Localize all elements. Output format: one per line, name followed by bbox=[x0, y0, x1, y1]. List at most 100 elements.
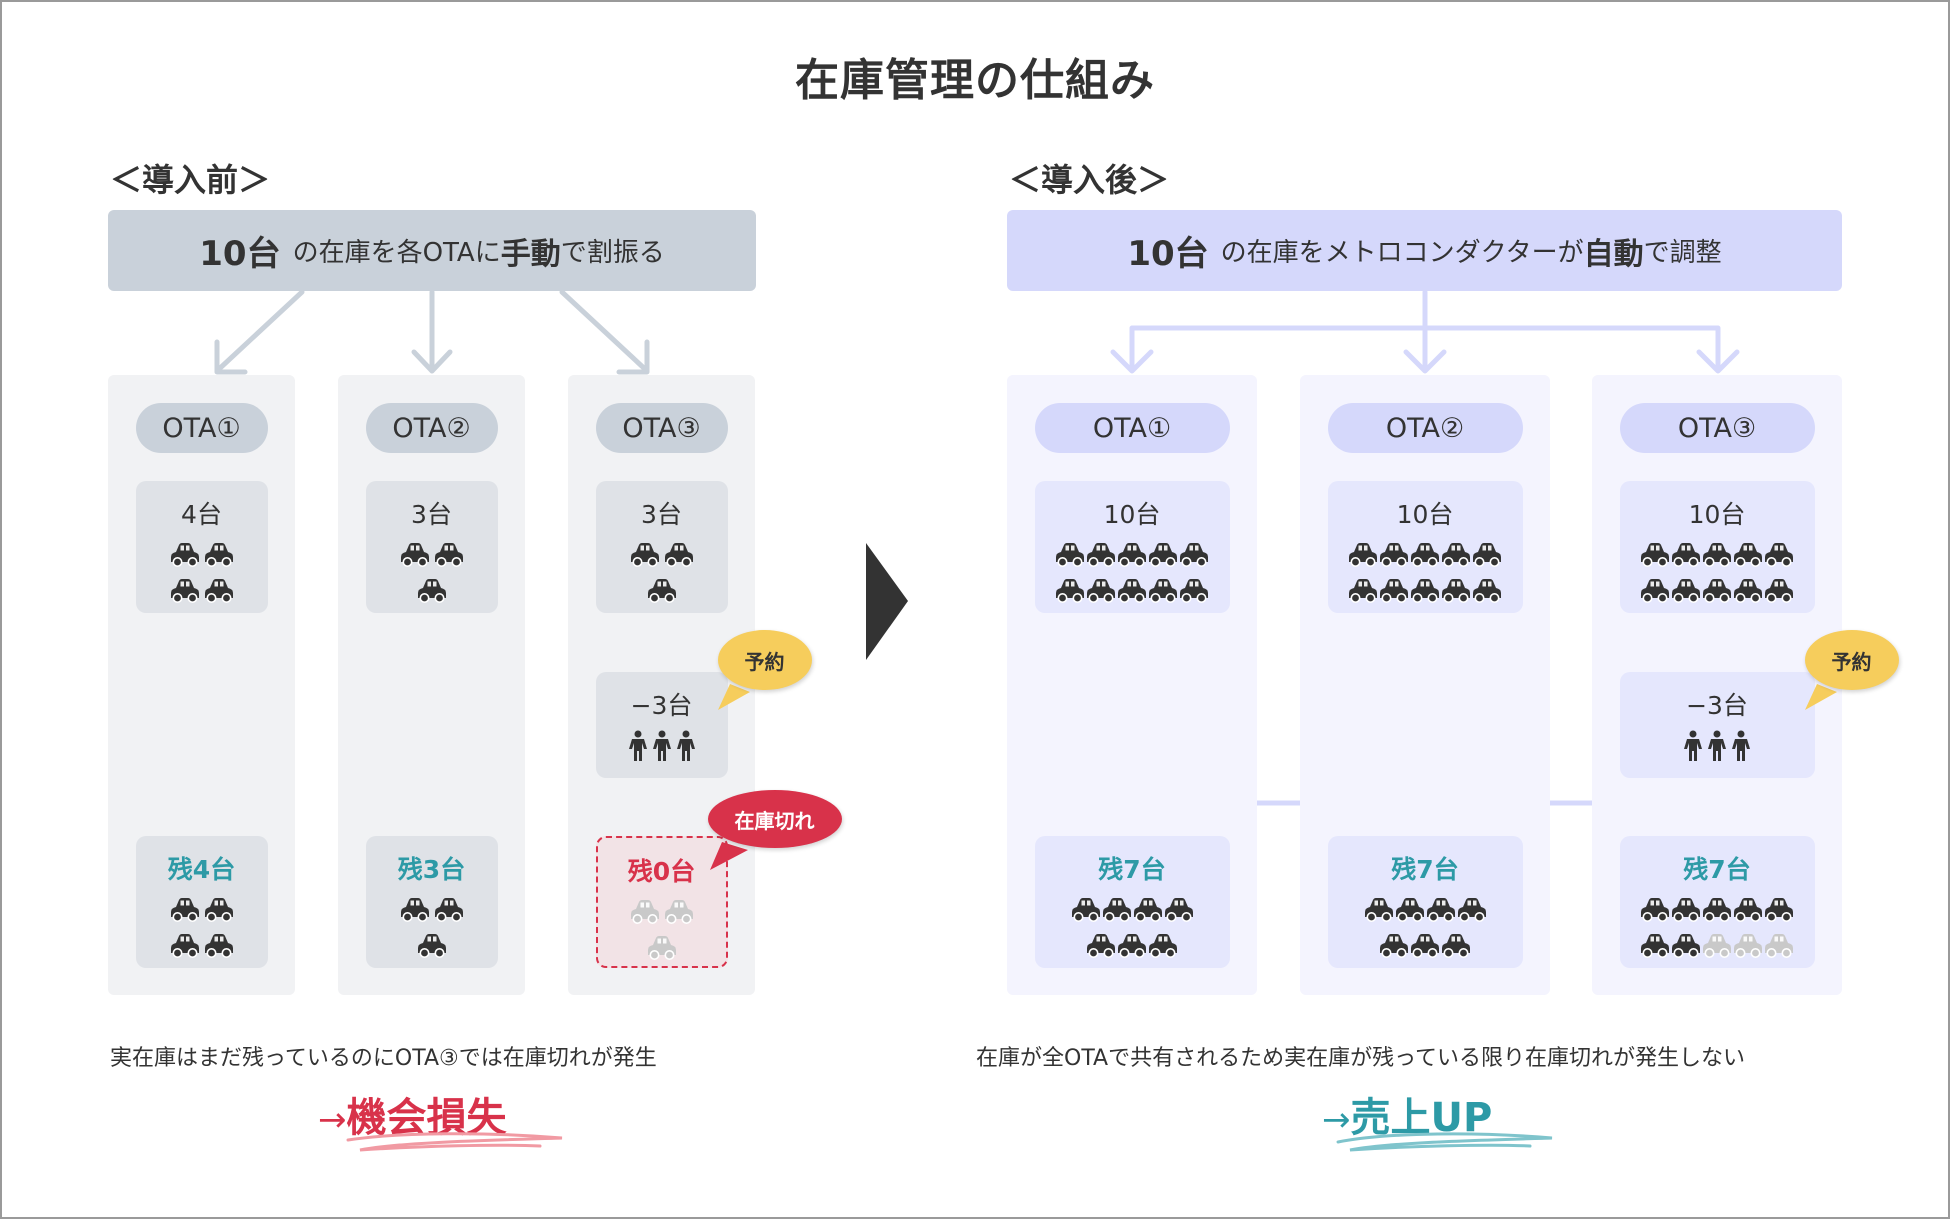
arrow-head bbox=[1696, 349, 1740, 374]
car-icon bbox=[400, 897, 430, 923]
car-icon bbox=[1764, 578, 1794, 604]
car-row bbox=[1055, 537, 1209, 573]
remaining-box: 残4台 bbox=[135, 836, 268, 968]
car-icon bbox=[647, 578, 677, 604]
car-icon bbox=[1179, 542, 1209, 568]
car-row bbox=[417, 928, 447, 964]
transition-arrow-icon bbox=[866, 543, 908, 660]
car-icon bbox=[417, 933, 447, 959]
person-icon bbox=[1707, 730, 1727, 762]
car-icon bbox=[1164, 897, 1194, 923]
car-row bbox=[630, 537, 694, 573]
arrow-head bbox=[214, 339, 248, 375]
car-icon bbox=[1117, 933, 1147, 959]
booking-box: −3台 bbox=[595, 672, 728, 778]
car-icon bbox=[1086, 933, 1116, 959]
car-icon bbox=[1426, 897, 1456, 923]
booking-count: −3台 bbox=[630, 691, 693, 720]
arrow-before-ota1 bbox=[215, 289, 305, 373]
car-icon bbox=[400, 542, 430, 568]
car-icon bbox=[1472, 578, 1502, 604]
car-icon bbox=[1671, 542, 1701, 568]
car-icon bbox=[1117, 542, 1147, 568]
loss-underline-scribble bbox=[346, 1132, 563, 1152]
car-icon bbox=[1086, 578, 1116, 604]
car-row bbox=[1348, 573, 1502, 609]
ota-label: OTA③ bbox=[595, 403, 728, 453]
stockout-bubble: 在庫切れ bbox=[707, 790, 842, 848]
car-icon bbox=[1733, 542, 1763, 568]
car-icon bbox=[1055, 542, 1085, 568]
car-row bbox=[1086, 928, 1178, 964]
car-icon bbox=[1640, 542, 1670, 568]
car-icon bbox=[204, 542, 234, 568]
banner-total: 10台 bbox=[199, 234, 281, 274]
allocated-box: 3台 bbox=[595, 481, 728, 613]
allocated-count: 4台 bbox=[181, 500, 222, 529]
after-section-label: ＜導入後＞ bbox=[1009, 161, 1170, 199]
remaining-count: 残0台 bbox=[627, 857, 696, 886]
ota-label: OTA② bbox=[365, 403, 498, 453]
car-icon bbox=[170, 933, 200, 959]
allocated-count: 10台 bbox=[1688, 500, 1746, 529]
allocated-box: 3台 bbox=[365, 481, 498, 613]
car-icon bbox=[664, 899, 694, 925]
car-row bbox=[1640, 537, 1794, 573]
arrow-before-ota3 bbox=[559, 289, 649, 373]
car-icon bbox=[1702, 897, 1732, 923]
car-icon bbox=[1379, 933, 1409, 959]
car-icon bbox=[1764, 897, 1794, 923]
car-icon bbox=[1441, 542, 1471, 568]
car-icon bbox=[1395, 897, 1425, 923]
arrow-head bbox=[1403, 349, 1447, 374]
car-icon bbox=[1671, 933, 1701, 959]
car-icon bbox=[1702, 933, 1732, 959]
car-row bbox=[1640, 928, 1794, 964]
car-icon bbox=[1702, 542, 1732, 568]
car-row bbox=[170, 537, 234, 573]
car-icon bbox=[1441, 933, 1471, 959]
ota-label: OTA① bbox=[135, 403, 268, 453]
car-icon bbox=[1733, 578, 1763, 604]
car-row bbox=[170, 892, 234, 928]
car-icon bbox=[1640, 933, 1670, 959]
ota-label: OTA② bbox=[1327, 403, 1523, 453]
remaining-count: 残7台 bbox=[1391, 855, 1459, 884]
car-icon bbox=[1640, 897, 1670, 923]
car-icon bbox=[1441, 578, 1471, 604]
car-icon bbox=[1379, 578, 1409, 604]
car-icon bbox=[1117, 578, 1147, 604]
remaining-count: 残7台 bbox=[1098, 855, 1166, 884]
car-icon bbox=[434, 542, 464, 568]
stockout-bubble-tail bbox=[709, 842, 748, 870]
car-icon bbox=[1702, 578, 1732, 604]
remaining-box: 残7台 bbox=[1619, 836, 1815, 968]
car-row bbox=[1364, 892, 1487, 928]
car-row bbox=[170, 573, 234, 609]
car-row bbox=[647, 930, 677, 966]
car-icon bbox=[1410, 542, 1440, 568]
allocated-count: 10台 bbox=[1103, 500, 1161, 529]
outcome-arrow-icon: → bbox=[1322, 1100, 1351, 1140]
car-icon bbox=[647, 935, 677, 961]
car-icon bbox=[1764, 542, 1794, 568]
car-row bbox=[400, 892, 464, 928]
car-icon bbox=[1148, 542, 1178, 568]
booking-bubble: 予約 bbox=[717, 630, 812, 690]
booking-count: −3台 bbox=[1686, 691, 1748, 720]
before-caption: 実在庫はまだ残っているのにOTA③では在庫切れが発生 bbox=[110, 1046, 657, 1071]
car-icon bbox=[1133, 897, 1163, 923]
remaining-box: 残3台 bbox=[365, 836, 498, 968]
car-row bbox=[417, 573, 447, 609]
arrow-head bbox=[616, 339, 650, 375]
banner-total: 10台 bbox=[1127, 234, 1209, 274]
car-icon bbox=[204, 578, 234, 604]
car-icon bbox=[204, 897, 234, 923]
page-title: 在庫管理の仕組み bbox=[795, 55, 1155, 106]
allocated-count: 3台 bbox=[641, 500, 682, 529]
car-row bbox=[1640, 892, 1794, 928]
car-icon bbox=[1055, 578, 1085, 604]
banner-text: の在庫をメトロコンダクターが bbox=[1220, 238, 1584, 268]
car-icon bbox=[1764, 933, 1794, 959]
